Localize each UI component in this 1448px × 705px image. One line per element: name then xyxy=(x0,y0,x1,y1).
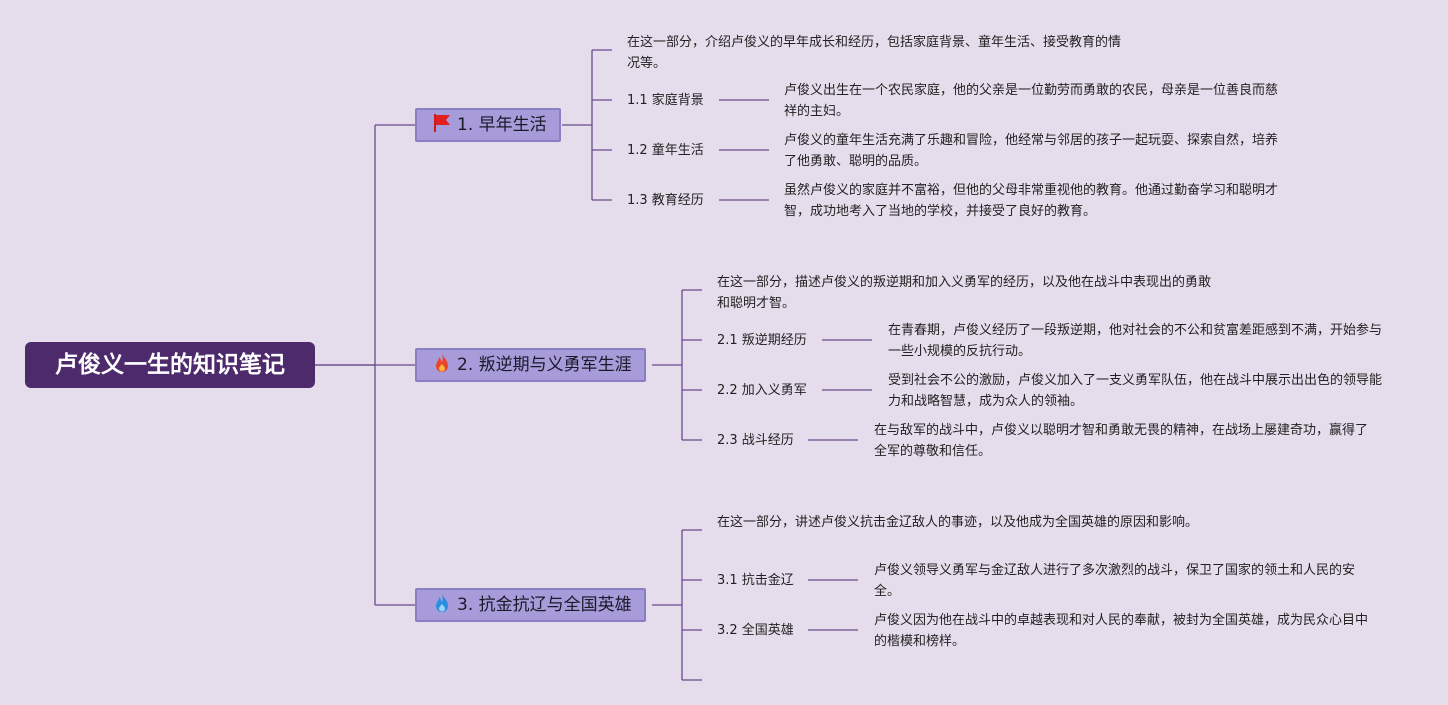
sub-topic-label[interactable]: 3.1 抗击金辽 xyxy=(717,573,794,588)
sub-topic-label[interactable]: 1.3 教育经历 xyxy=(627,193,704,208)
branch-rebellion[interactable]: 2. 叛逆期与义勇军生涯 xyxy=(415,348,646,382)
sub-topic-label[interactable]: 2.2 加入义勇军 xyxy=(717,383,807,398)
sub-topic-detail: 卢俊义出生在一个农民家庭，他的父亲是一位勤劳而勇敢的农民，母亲是一位善良而慈祥的… xyxy=(784,83,1279,119)
branch-national-hero[interactable]: 3. 抗金抗辽与全国英雄 xyxy=(415,588,646,622)
branch-title: 2. 叛逆期与义勇军生涯 xyxy=(457,355,632,375)
sub-topic-detail: 在青春期，卢俊义经历了一段叛逆期，他对社会的不公和贫富差距感到不满，开始参与一些… xyxy=(888,323,1383,359)
sub-topic-detail: 在与敌军的战斗中，卢俊义以聪明才智和勇敢无畏的精神，在战场上屡建奇功，赢得了全军… xyxy=(874,423,1369,459)
sub-topic-label[interactable]: 2.3 战斗经历 xyxy=(717,433,794,448)
connector-b2-details xyxy=(808,339,872,441)
connector-b2 xyxy=(652,289,702,441)
branch-title: 1. 早年生活 xyxy=(457,115,547,135)
connector-b1-details xyxy=(719,99,769,201)
blue-flame-icon xyxy=(431,592,453,614)
sub-topic-label[interactable]: 2.1 叛逆期经历 xyxy=(717,333,807,348)
sub-topic-label[interactable]: 1.2 童年生活 xyxy=(627,143,704,158)
connector-b3-details xyxy=(808,579,858,631)
connector-b3 xyxy=(652,529,702,681)
sub-topic-detail: 卢俊义的童年生活充满了乐趣和冒险，他经常与邻居的孩子一起玩耍、探索自然，培养了他… xyxy=(784,133,1279,169)
root-topic[interactable]: 卢俊义一生的知识笔记 xyxy=(25,342,315,388)
branch-desc: 在这一部分，讲述卢俊义抗击金辽敌人的事迹，以及他成为全国英雄的原因和影响。 xyxy=(717,515,1199,530)
branch-desc: 在这一部分，介绍卢俊义的早年成长和经历，包括家庭背景、童年生活、接受教育的情况等… xyxy=(627,35,1122,71)
fire-icon xyxy=(431,352,453,374)
sub-topic-detail: 卢俊义领导义勇军与金辽敌人进行了多次激烈的战斗，保卫了国家的领土和人民的安全。 xyxy=(874,563,1356,599)
branch-title: 3. 抗金抗辽与全国英雄 xyxy=(457,595,632,615)
branch-early-life[interactable]: 1. 早年生活 xyxy=(415,108,561,142)
red-flag-icon xyxy=(431,112,453,134)
sub-topic-detail: 虽然卢俊义的家庭并不富裕，但他的父母非常重视他的教育。他通过勤奋学习和聪明才智，… xyxy=(784,183,1279,219)
sub-topic-detail: 受到社会不公的激励，卢俊义加入了一支义勇军队伍，他在战斗中展示出出色的领导能力和… xyxy=(888,373,1383,409)
connector-b1 xyxy=(562,49,612,201)
sub-topic-label[interactable]: 1.1 家庭背景 xyxy=(627,93,704,108)
sub-topic-label[interactable]: 3.2 全国英雄 xyxy=(717,623,794,638)
sub-topic-detail: 卢俊义因为他在战斗中的卓越表现和对人民的奉献，被封为全国英雄，成为民众心目中的楷… xyxy=(874,613,1369,649)
branch-desc: 在这一部分，描述卢俊义的叛逆期和加入义勇军的经历，以及他在战斗中表现出的勇敢和聪… xyxy=(717,275,1212,311)
